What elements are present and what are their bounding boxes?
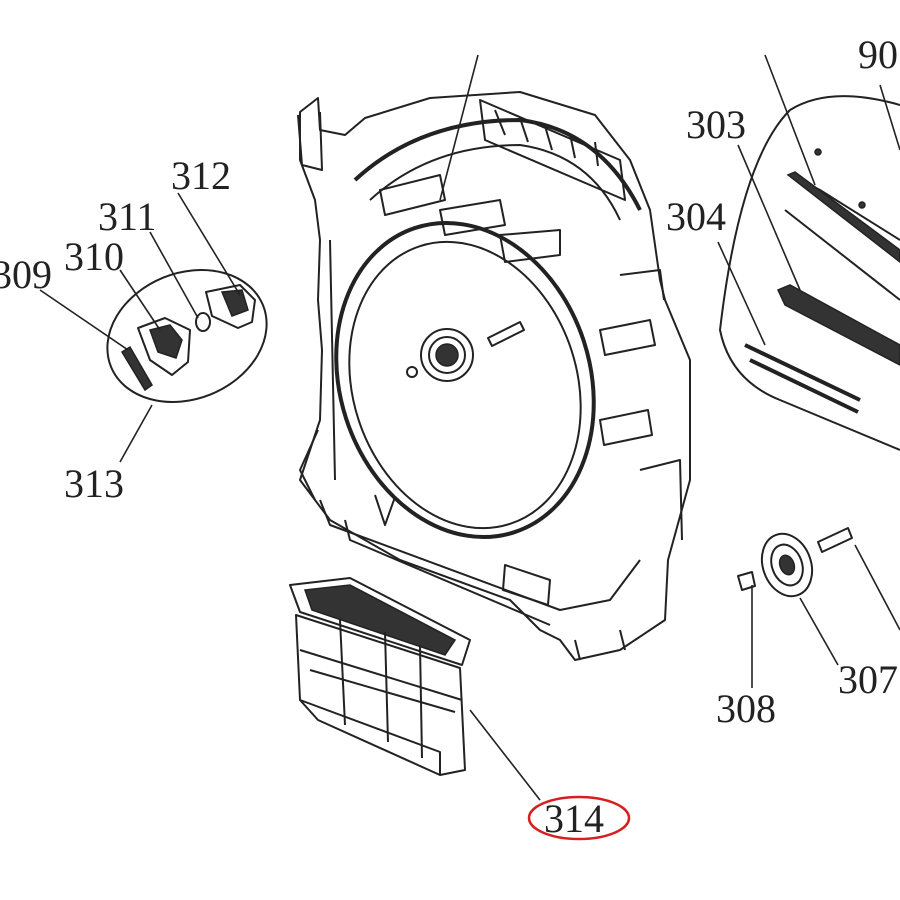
part-314-filter-housing [289, 577, 471, 776]
label-314: 314 [544, 796, 604, 841]
label-310: 310 [64, 234, 124, 279]
label-314-highlight [527, 795, 631, 841]
label-307: 307 [838, 657, 898, 702]
front-bulkhead-assembly [297, 91, 691, 661]
label-311: 311 [98, 194, 157, 239]
label-304: 304 [666, 194, 726, 239]
label-309: 309 [0, 252, 52, 297]
label-312: 312 [171, 153, 231, 198]
label-313: 313 [64, 461, 124, 506]
label-308: 308 [716, 686, 776, 731]
leader-lines [39, 54, 900, 801]
label-303: 303 [686, 102, 746, 147]
part-307-308-hub-group [737, 527, 853, 598]
label-90x: 90 [858, 32, 898, 77]
part-303-304-panel-group [719, 95, 900, 451]
